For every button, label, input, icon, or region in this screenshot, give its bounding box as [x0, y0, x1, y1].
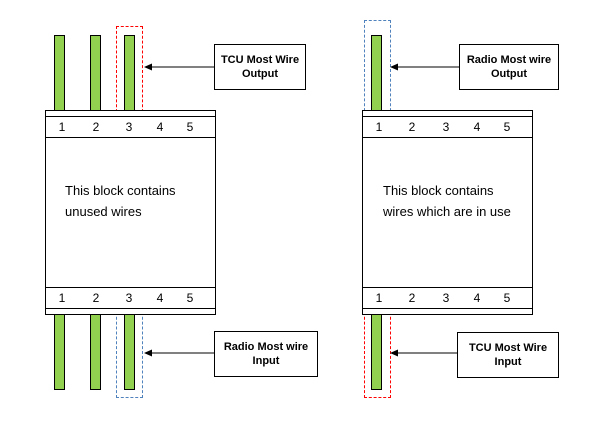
- right-top-pin-3: 3: [442, 120, 450, 134]
- left-wire-1-bottom: [54, 309, 65, 390]
- right-top-pin-5: 5: [503, 120, 511, 134]
- left-wire-2-bottom: [90, 309, 101, 390]
- right-bottom-pin-4: 4: [473, 291, 481, 305]
- callout-tcu-most-wire-input: TCU Most Wire Input: [457, 332, 559, 378]
- left-top-pin-1: 1: [58, 120, 66, 134]
- left-top-highlight-red: [116, 26, 143, 117]
- right-block-description: This block contains wires which are in u…: [383, 183, 511, 219]
- left-bottom-pin-4: 4: [156, 291, 164, 305]
- right-top-pin-4: 4: [473, 120, 481, 134]
- right-bottom-pin-1: 1: [375, 291, 383, 305]
- left-block-description: This block contains unused wires: [65, 183, 176, 219]
- left-top-pin-row: 1 2 3 4 5: [46, 116, 215, 138]
- callout-radio-most-wire-output: Radio Most wire Output: [459, 44, 559, 90]
- left-bottom-highlight-blue: [116, 307, 143, 398]
- left-top-pin-5: 5: [186, 120, 194, 134]
- left-top-pin-2: 2: [92, 120, 100, 134]
- left-bottom-pin-row: 1 2 3 4 5: [46, 287, 215, 309]
- left-bottom-pin-1: 1: [58, 291, 66, 305]
- left-bottom-pin-2: 2: [92, 291, 100, 305]
- right-top-highlight-blue: [364, 20, 391, 116]
- right-top-pin-row: 1 2 3 4 5: [363, 116, 532, 138]
- left-wire-1-top: [54, 35, 65, 115]
- arrow-to-right-top-wire-icon: [390, 63, 460, 71]
- right-connector-block: 1 2 3 4 5 This block contains wires whic…: [362, 110, 533, 315]
- right-bottom-pin-2: 2: [408, 291, 416, 305]
- right-top-pin-2: 2: [408, 120, 416, 134]
- right-bottom-highlight-red: [364, 307, 391, 398]
- left-bottom-pin-5: 5: [186, 291, 194, 305]
- left-wire-2-top: [90, 35, 101, 115]
- right-bottom-pin-3: 3: [442, 291, 450, 305]
- left-top-pin-4: 4: [156, 120, 164, 134]
- right-top-pin-1: 1: [375, 120, 383, 134]
- arrow-to-left-top-wire-icon: [144, 63, 214, 71]
- left-top-pin-3: 3: [125, 120, 133, 134]
- arrow-to-right-bottom-wire-icon: [390, 349, 460, 357]
- arrow-to-left-bottom-wire-icon: [144, 349, 214, 357]
- left-bottom-pin-3: 3: [125, 291, 133, 305]
- left-connector-block: 1 2 3 4 5 This block contains unused wir…: [45, 110, 216, 315]
- callout-radio-most-wire-input: Radio Most wire Input: [214, 331, 318, 377]
- right-bottom-pin-5: 5: [503, 291, 511, 305]
- right-bottom-pin-row: 1 2 3 4 5: [363, 287, 532, 309]
- callout-tcu-most-wire-output: TCU Most Wire Output: [214, 44, 306, 90]
